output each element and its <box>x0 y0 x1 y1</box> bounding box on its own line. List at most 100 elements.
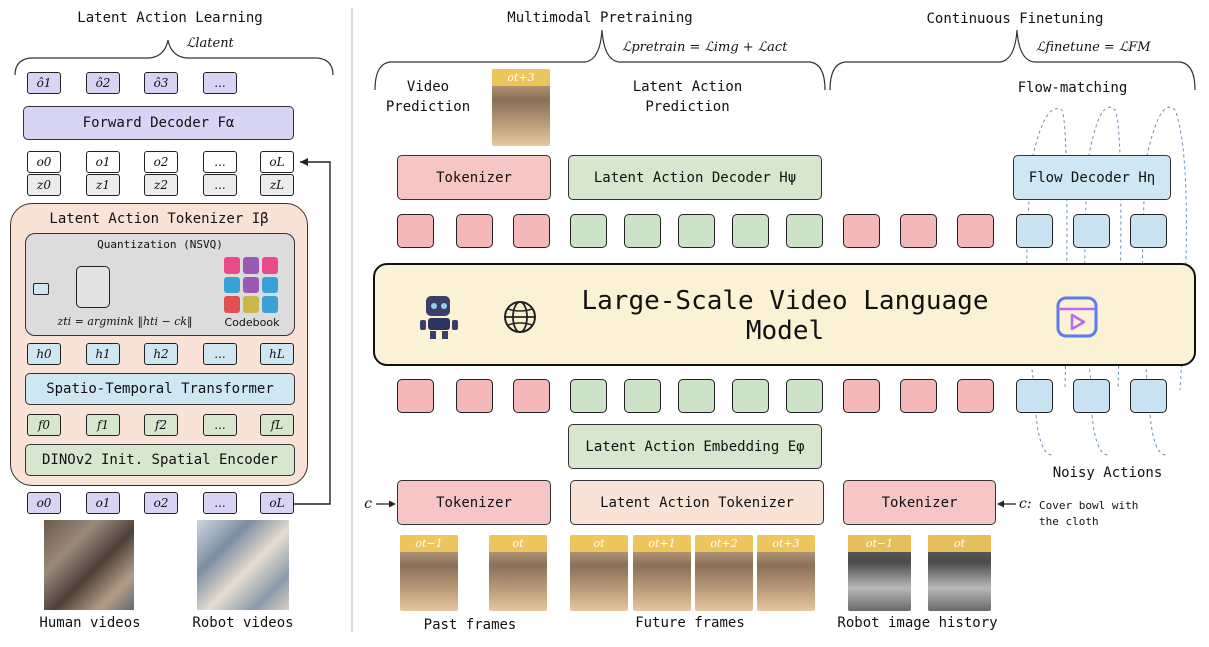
past-frame-2: ot <box>489 535 547 611</box>
codebook-cell <box>224 296 240 313</box>
f-1: f1 <box>86 414 120 436</box>
codebook-cell <box>243 296 259 313</box>
input-token <box>1130 379 1167 413</box>
input-token <box>1073 379 1110 413</box>
future-frame-3: ot+2 <box>695 535 753 611</box>
output-token <box>456 214 493 248</box>
output-token <box>957 214 994 248</box>
future-frames-label: Future frames <box>635 615 745 631</box>
robot-frame-2: ot <box>928 535 991 611</box>
input-token <box>678 379 715 413</box>
forward-decoder: Forward Decoder Fα <box>23 106 294 140</box>
output-token <box>1130 214 1167 248</box>
input-token <box>624 379 661 413</box>
flow-matching-label: Flow-matching <box>1017 80 1128 96</box>
future-frame-2-label: ot+1 <box>633 535 691 552</box>
codebook-cell <box>262 276 278 294</box>
latent-action-decoder: Latent Action Decoder Hψ <box>568 155 822 200</box>
human-videos-label: Human videos <box>39 615 141 631</box>
robot-frame-1: ot−1 <box>848 535 911 611</box>
past-frame-1-label: ot−1 <box>400 535 458 552</box>
h-L: hL <box>260 343 294 365</box>
robot-image-history-label: Robot image history <box>837 615 998 631</box>
z-ellipsis: ... <box>203 174 237 196</box>
predicted-obs-2: ô2 <box>86 72 120 94</box>
future-frame-2: ot+1 <box>633 535 691 611</box>
z-L: zL <box>260 174 294 196</box>
codebook-grid <box>224 257 280 313</box>
output-token <box>513 214 550 248</box>
f-ellipsis: ... <box>203 414 237 436</box>
human-videos-thumbnail <box>44 520 134 610</box>
input-token <box>732 379 769 413</box>
codebook-cell <box>224 257 240 274</box>
f-L: fL <box>260 414 294 436</box>
robot-history-tokenizer: Tokenizer <box>843 480 996 525</box>
codebook-cell <box>262 257 278 274</box>
z-0: z0 <box>27 174 61 196</box>
output-token <box>843 214 880 248</box>
f-0: f0 <box>27 414 61 436</box>
flow-decoder: Flow Decoder Hη <box>1013 155 1171 200</box>
output-token <box>1016 214 1053 248</box>
output-token <box>900 214 937 248</box>
input-token <box>513 379 550 413</box>
codebook-cell <box>262 296 278 313</box>
spatio-temporal-transformer: Spatio-Temporal Transformer <box>25 373 295 405</box>
output-token <box>786 214 823 248</box>
input-token <box>397 379 434 413</box>
codebook-label: Codebook <box>224 315 280 329</box>
input-obs-2: o2 <box>144 492 178 514</box>
predicted-obs-1: ô1 <box>27 72 61 94</box>
z-1: z1 <box>86 174 120 196</box>
output-token <box>624 214 661 248</box>
condition-c-right: c: <box>1019 496 1032 512</box>
quantization-formula: zti = argmink ‖hti − ck‖ <box>57 314 193 328</box>
obs-L: oL <box>260 151 294 173</box>
latent-action-tokenizer: Latent Action Tokenizer <box>570 480 824 525</box>
obs-0: o0 <box>27 151 61 173</box>
obs-1: o1 <box>86 151 120 173</box>
noisy-actions-label: Noisy Actions <box>1052 465 1163 481</box>
multimodal-pretraining-title: Multimodal Pretraining <box>507 10 693 26</box>
obs-ellipsis: ... <box>203 151 237 173</box>
globe-icon <box>504 301 536 333</box>
input-obs-ellipsis: ... <box>203 492 237 514</box>
latent-action-learning-title: Latent Action Learning <box>77 10 263 26</box>
input-token <box>786 379 823 413</box>
h-ellipsis: ... <box>203 343 237 365</box>
finetune-loss: ℒfinetune = ℒFM <box>1036 40 1151 55</box>
target-frame: ot+3 <box>492 69 550 146</box>
video-icon <box>1056 296 1098 338</box>
codebook-cell <box>243 257 259 274</box>
target-frame-label: ot+3 <box>492 69 550 86</box>
f-2: f2 <box>144 414 178 436</box>
obs-2: o2 <box>144 151 178 173</box>
video-prediction-label: Video Prediction <box>385 79 471 115</box>
input-obs-1: o1 <box>86 492 120 514</box>
latent-loss: ℒlatent <box>186 36 234 51</box>
input-token <box>957 379 994 413</box>
past-frame-2-label: ot <box>489 535 547 552</box>
input-obs-L: oL <box>260 492 294 514</box>
output-token <box>678 214 715 248</box>
z-2: z2 <box>144 174 178 196</box>
encoder-block-icon <box>76 266 110 308</box>
output-token <box>397 214 434 248</box>
past-frame-1: ot−1 <box>400 535 458 611</box>
input-token <box>456 379 493 413</box>
codebook-cell <box>224 276 240 294</box>
model-title: Large-Scale Video Language Model <box>581 286 989 346</box>
input-token <box>1016 379 1053 413</box>
video-tokenizer-output: Tokenizer <box>397 155 551 200</box>
robot-videos-thumbnail <box>197 520 289 610</box>
latent-action-prediction-label: Latent Action Prediction <box>632 79 743 115</box>
robot-icon <box>420 296 458 339</box>
future-frame-1-label: ot <box>570 535 628 552</box>
future-frame-3-label: ot+2 <box>695 535 753 552</box>
future-frame-4-label: ot+3 <box>757 535 815 552</box>
pretrain-loss: ℒpretrain = ℒimg + ℒact <box>622 40 788 55</box>
output-token <box>1073 214 1110 248</box>
robot-videos-label: Robot videos <box>192 615 294 631</box>
latent-action-tokenizer-title: Latent Action Tokenizer Iβ <box>49 211 269 227</box>
